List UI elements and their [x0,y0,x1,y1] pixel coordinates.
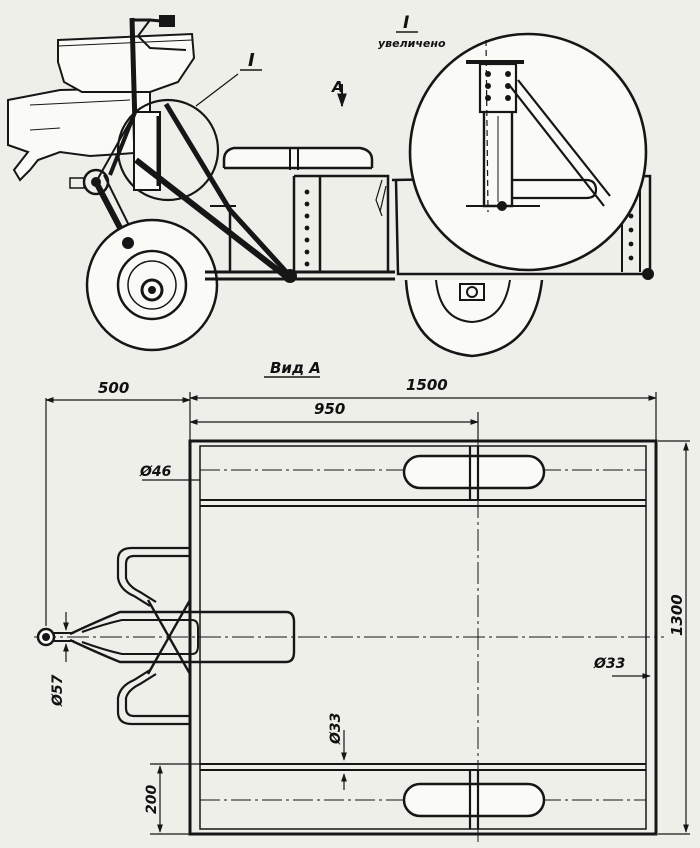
fuel-tank [57,32,196,93]
detail-enlarged-marker: I [403,13,409,33]
detail-circle-enlarged [408,32,648,272]
side-view [7,15,654,358]
front-wheel [85,218,219,352]
detail-caption: увеличено [378,37,446,50]
dim-overhang: 500 [98,379,129,397]
plan-view [34,392,690,842]
dim-hitch-pin: Ø57 [50,674,66,707]
dim-tube-frame: Ø46 [139,464,172,480]
plan-view-title: Вид А [270,359,321,377]
dim-overall-length: 1500 [406,376,448,394]
dim-tube-cross: Ø33 [328,713,344,745]
trailer-panel-front [292,174,390,278]
drawbar [36,546,296,726]
bottom-wheel-plan [402,770,546,829]
dim-strip-width: 200 [144,785,160,814]
rear-wheel [404,279,544,358]
dim-overall-width: 1300 [668,594,686,636]
motor-block [7,86,151,182]
side-frame [205,146,395,283]
top-wheel-plan [402,446,546,500]
dimension-lines [45,392,690,835]
dim-axle-position: 950 [314,400,345,418]
view-direction-label: A [331,78,344,96]
detail-marker-label: I [248,50,255,71]
detail-leader [195,73,239,107]
dim-tube-side: Ø33 [593,656,625,672]
